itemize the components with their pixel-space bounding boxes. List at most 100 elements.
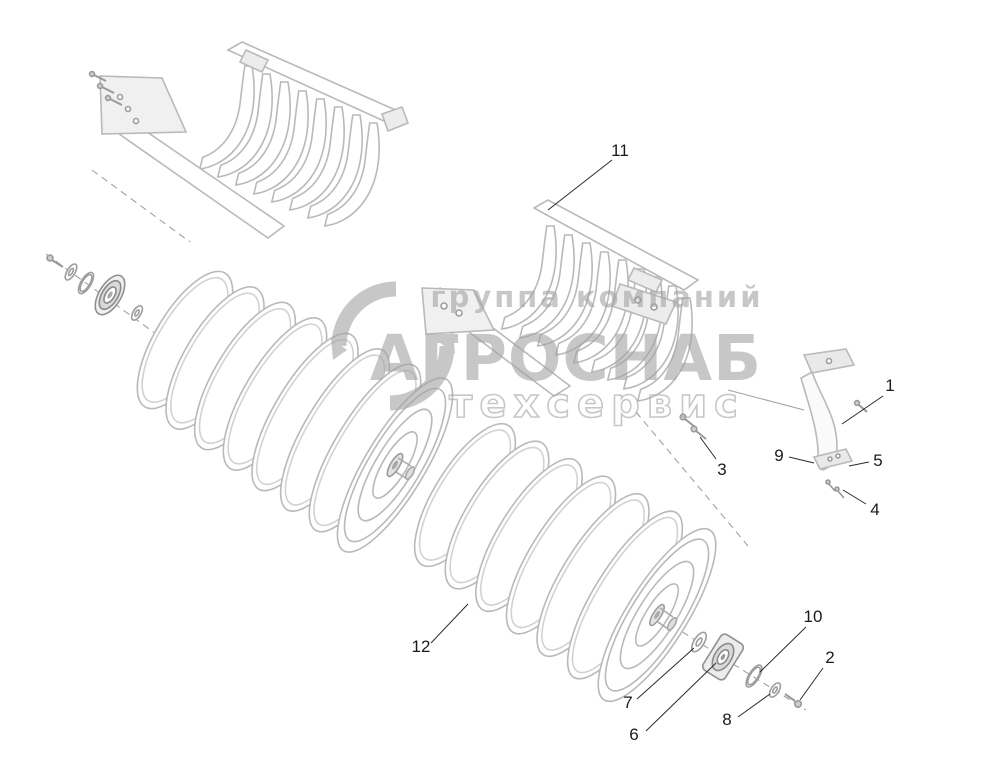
- watermark-text-sub: техсервис: [449, 381, 745, 427]
- bolt-shaft: [858, 404, 868, 413]
- plate-hole: [116, 93, 124, 101]
- watermark-logo-arc: [389, 345, 455, 411]
- leader-line-9: [788, 456, 815, 464]
- right-hub-hardware: [690, 631, 802, 708]
- bolt-shaft: [51, 259, 64, 268]
- bolt-icon: [96, 82, 104, 90]
- part-label-10: 10: [804, 607, 823, 626]
- bolt-icon: [46, 254, 54, 262]
- screw-icon: [825, 479, 831, 485]
- bolt-icon: [104, 94, 112, 102]
- plate-hole: [827, 456, 833, 462]
- alignment-line: [635, 411, 749, 547]
- pointer-line: [727, 389, 805, 411]
- leader-line-10: [759, 626, 807, 673]
- washer-hole: [695, 637, 703, 647]
- frame-top-clamp: [238, 48, 270, 74]
- watermark-logo-arrow: [331, 338, 347, 360]
- washer-icon: [64, 263, 78, 281]
- bolt-shaft: [784, 693, 796, 702]
- bracket-hole: [634, 296, 642, 304]
- watermark-text-main: АГРОСНАБ: [370, 322, 762, 395]
- part-label-3: 3: [717, 460, 726, 479]
- axle-stub: [404, 466, 416, 480]
- washer-icon: [768, 682, 782, 698]
- artwork: [46, 41, 868, 708]
- bracket-hole: [650, 303, 658, 311]
- washer-hole: [771, 686, 779, 694]
- roller-hub-center: [654, 611, 660, 619]
- part-label-7: 7: [623, 693, 632, 712]
- spiral-roller-upper: [136, 270, 454, 553]
- leader-line-8: [737, 693, 771, 718]
- watermark-text-top: группа компаний: [430, 280, 763, 314]
- leader-line-6: [645, 662, 717, 732]
- scraper-frame-upper: [88, 41, 410, 239]
- leader-line-7: [636, 647, 695, 700]
- frame-right-bracket: [380, 105, 410, 133]
- bolt-shaft: [93, 74, 107, 82]
- bolt-icon: [793, 699, 802, 708]
- part-label-2: 2: [825, 648, 834, 667]
- frame-bolts: [88, 70, 123, 106]
- axle-stub-line: [659, 607, 674, 618]
- retaining-ring-icon: [77, 271, 95, 295]
- washer-hole: [133, 309, 141, 317]
- bolt-icon: [679, 413, 687, 421]
- part-label-6: 6: [629, 725, 638, 744]
- watermark: группа компаний АГРОСНАБ техсервис: [331, 280, 763, 428]
- bolt-shaft: [101, 86, 115, 94]
- scraper-arm-assembly: [800, 348, 868, 499]
- frame-top-clamp: [626, 266, 664, 294]
- leader-line-4: [842, 489, 867, 505]
- roller-end-ring: [372, 431, 418, 499]
- frame-back-beam: [532, 199, 700, 291]
- plate-hole: [455, 309, 463, 317]
- screw-icon: [834, 486, 840, 492]
- screw-shaft: [837, 490, 845, 499]
- axle-stub: [666, 617, 678, 631]
- washer-icon: [130, 305, 144, 321]
- left-hub-hardware: [46, 254, 144, 321]
- bearing-housing-center: [720, 653, 726, 661]
- retaining-ring-inner: [746, 666, 762, 686]
- part-label-9: 9: [774, 446, 783, 465]
- clamp-plate: [812, 448, 854, 470]
- plate-hole: [132, 117, 140, 125]
- spiral-roller-lower: [413, 422, 717, 703]
- bolt-shaft: [695, 430, 707, 440]
- retaining-ring-inner: [79, 273, 93, 293]
- axle-stub-line: [397, 457, 412, 467]
- screw-shaft: [828, 483, 836, 492]
- part-label-4: 4: [870, 500, 879, 519]
- plate-hole: [835, 453, 841, 459]
- leader-line-1: [841, 395, 884, 425]
- bolt-icon: [690, 425, 698, 433]
- frame-mount-bracket: [610, 283, 678, 325]
- leader-line-12: [430, 603, 469, 644]
- retaining-ring-icon: [745, 664, 763, 688]
- part-label-11: 11: [611, 141, 629, 160]
- watermark-logo-arc: [331, 281, 397, 347]
- scraper-arm: [800, 370, 838, 471]
- plate-hole: [124, 105, 132, 113]
- plate-hole: [440, 302, 448, 310]
- part-labels: 11 1 3 9 5 4 10 2 12 7 6 8: [412, 141, 895, 744]
- arm-mount-hole: [825, 357, 833, 365]
- roller-hub-center: [391, 460, 399, 470]
- part-label-1: 1: [885, 376, 894, 395]
- alignment-line: [91, 169, 191, 243]
- washer-icon: [690, 631, 708, 653]
- mount-bolts: [679, 413, 707, 440]
- roller-end-rim: [343, 387, 447, 543]
- leader-line-5: [848, 461, 870, 467]
- leader-lines: [430, 159, 884, 732]
- roller-end-rim: [604, 538, 710, 692]
- leader-line-2: [799, 667, 824, 701]
- watermark-logo-arrow: [439, 332, 455, 354]
- bolt-shaft: [109, 98, 123, 106]
- roller-end-ring: [634, 583, 680, 647]
- part-label-8: 8: [722, 710, 731, 729]
- part-label-5: 5: [873, 451, 882, 470]
